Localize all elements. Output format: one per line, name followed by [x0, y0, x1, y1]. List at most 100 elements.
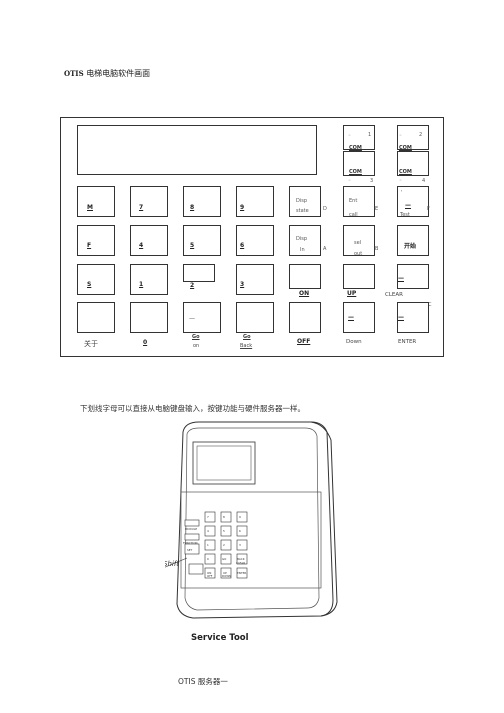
- mini-key-enter: ENTER: [237, 571, 246, 575]
- key-clear[interactable]: [397, 264, 429, 289]
- key-7-label: 7: [139, 204, 144, 211]
- key-e-letter: E: [375, 206, 379, 212]
- key-2-label: 2: [190, 282, 195, 289]
- key-test-mark: ': [401, 190, 403, 196]
- key-clear-label: CLEAR: [385, 292, 403, 298]
- key-5[interactable]: [183, 225, 221, 256]
- mini-key-go: GO: [222, 557, 227, 561]
- page-title: OTIS 电梯电脑软件画面: [64, 68, 150, 79]
- key-7[interactable]: [130, 186, 168, 217]
- key-com-2-sub: COM: [399, 145, 412, 151]
- key-8-label: 8: [190, 204, 195, 211]
- key-com-1[interactable]: [343, 125, 375, 150]
- key-d-letter: D: [323, 206, 327, 212]
- lcd-display: [77, 125, 317, 175]
- key-4[interactable]: [130, 225, 168, 256]
- key-com-1-label: 1: [368, 132, 372, 138]
- mini-key-1: 1: [207, 543, 209, 547]
- key-up[interactable]: [343, 264, 375, 289]
- key-go-back-sub: Back: [240, 343, 253, 349]
- mini-key-6: 6: [239, 529, 241, 533]
- key-9-label: 9: [240, 204, 245, 211]
- key-com-1-mark: ◦: [348, 133, 351, 139]
- key-test[interactable]: [397, 186, 429, 217]
- key-8[interactable]: [183, 186, 221, 217]
- key-clear-mark: —: [398, 275, 404, 282]
- key-3[interactable]: [236, 264, 274, 295]
- key-1[interactable]: [130, 264, 168, 295]
- key-sel-out-sub: out: [354, 251, 363, 257]
- key-com-2-label: 2: [419, 132, 423, 138]
- key-f-label: F: [87, 242, 92, 249]
- key-s[interactable]: [77, 264, 115, 295]
- key-go-back[interactable]: [236, 302, 274, 333]
- key-com-4[interactable]: [397, 151, 429, 176]
- key-com-4-mark: ◦: [399, 178, 402, 184]
- key-com-3[interactable]: [343, 151, 375, 176]
- mini-key-2: 2: [223, 543, 225, 547]
- key-go-on[interactable]: [183, 302, 221, 333]
- key-go-on-sub: on: [193, 343, 200, 349]
- service-tool-illustration: 7 8 9 MODULE 4 5 6 FUNCTION 1 2 3 SET 0 …: [165, 421, 338, 643]
- mini-key-0: 0: [207, 557, 209, 561]
- key-0-label: 0: [143, 339, 148, 346]
- mini-key-on: ON: [207, 571, 211, 575]
- keypad-panel: [60, 117, 444, 357]
- key-disp-state-label: Disp: [296, 198, 308, 204]
- key-disp-state[interactable]: [289, 186, 321, 217]
- key-about[interactable]: [77, 302, 115, 333]
- key-ent-call-sub: call: [349, 212, 358, 218]
- mini-key-set: SET: [187, 548, 193, 552]
- mini-key-7: 7: [207, 515, 209, 519]
- key-start[interactable]: [397, 225, 429, 256]
- key-off[interactable]: [289, 302, 321, 333]
- key-1-label: 1: [139, 281, 144, 288]
- key-go-on-mark: —: [189, 315, 195, 322]
- key-disp-in[interactable]: [289, 225, 321, 256]
- key-go-back-label: Go: [243, 334, 251, 340]
- key-start-label: 开始: [404, 243, 417, 250]
- key-disp-state-sub: state: [296, 208, 309, 214]
- service-tool-caption: Service Tool: [191, 633, 249, 643]
- mini-key-up: UP: [223, 571, 227, 575]
- key-about-label: 关于: [84, 340, 98, 348]
- mini-key-down: DOWN: [222, 574, 231, 578]
- mini-key-4: 4: [207, 529, 209, 533]
- key-2[interactable]: [183, 264, 215, 282]
- mini-key-5: 5: [223, 529, 225, 533]
- key-5-label: 5: [190, 242, 195, 249]
- key-ent-call[interactable]: [343, 186, 375, 217]
- title-text: 电梯电脑软件画面: [86, 69, 151, 78]
- key-f[interactable]: [77, 225, 115, 256]
- key-b-letter: B: [375, 246, 379, 252]
- key-down[interactable]: [343, 302, 375, 333]
- key-enter-mark: —: [398, 314, 404, 321]
- key-6-label: 6: [240, 242, 245, 249]
- key-disp-in-label: Disp: [296, 236, 308, 242]
- key-com-3-mark: ◦: [348, 178, 351, 184]
- key-6[interactable]: [236, 225, 274, 256]
- key-test-label: —: [405, 202, 411, 209]
- key-enter-label: ENTER: [398, 339, 417, 345]
- mini-key-3: 3: [239, 543, 241, 547]
- key-com-2-mark: ◦: [399, 133, 402, 139]
- key-sel-out[interactable]: [343, 225, 375, 256]
- mini-key-function: FUNCTION: [183, 541, 198, 545]
- key-down-label: Down: [346, 339, 362, 345]
- key-com-1-sub: COM: [349, 145, 362, 151]
- key-f-letter: F: [427, 206, 430, 212]
- key-com-3-label: 3: [370, 178, 374, 184]
- mini-key-9: 9: [239, 515, 241, 519]
- key-test-sub: Test: [400, 212, 410, 218]
- mini-key-8: 8: [223, 515, 225, 519]
- key-down-mark: —: [348, 314, 354, 321]
- key-on[interactable]: [289, 264, 321, 289]
- shift-label: Shift: [165, 560, 179, 568]
- key-enter[interactable]: [397, 302, 429, 333]
- key-com-2[interactable]: [397, 125, 429, 150]
- key-0[interactable]: [130, 302, 168, 333]
- key-com-4-label: 4: [422, 178, 426, 184]
- page-footer: OTIS 服务器一: [178, 677, 228, 686]
- key-9[interactable]: [236, 186, 274, 217]
- key-m[interactable]: [77, 186, 115, 217]
